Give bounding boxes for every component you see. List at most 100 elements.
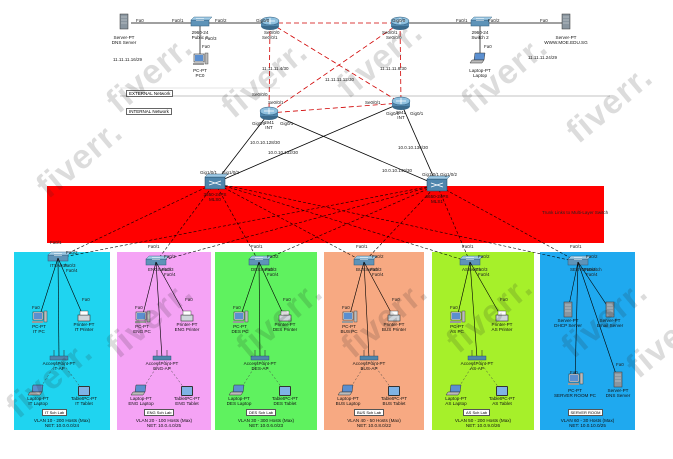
device-model-label: AccessPoint-PT xyxy=(352,361,386,366)
lab-switch-label: ENGSwitch xyxy=(148,267,172,272)
laptop-keyboard xyxy=(469,59,485,64)
router-arrows-icon xyxy=(395,18,405,24)
port-label: Se0/0/1 xyxy=(268,100,284,105)
port-label: Fa0/1 xyxy=(570,244,582,249)
device-name-label: ENG Tablet xyxy=(175,401,199,407)
link-int1-mls1 xyxy=(400,102,438,186)
lab-laptop-icon xyxy=(27,384,44,396)
device-model-label: 1941 xyxy=(395,110,407,115)
lab-tablet-icon xyxy=(496,386,508,396)
net-label: NET: 10.0.4.0/25 xyxy=(146,423,182,429)
keyboard-shape xyxy=(135,321,146,323)
device-model-label: AccessPoint-PT xyxy=(145,361,179,366)
port-label: Fa0 xyxy=(540,18,548,23)
port-label: Fa0 xyxy=(450,305,458,310)
lab-zone-srv xyxy=(540,252,635,430)
lab-vlan-caption: VLAN 50 - 200 Hosts (Max)NET: 10.0.9.0/2… xyxy=(432,418,534,429)
port-label: Fa0/3 xyxy=(265,267,277,272)
www-server-icon xyxy=(561,13,571,30)
device-name-label: IT PC xyxy=(33,329,45,335)
net-label: NET: 10.0.6.0/23 xyxy=(248,423,284,429)
port-label: Fa0 xyxy=(283,297,291,302)
lab-switch-label: BUSSwitch xyxy=(356,267,379,272)
lab-pc-icon xyxy=(233,310,249,323)
trunk-link-mls0 xyxy=(155,182,216,263)
wireless-link xyxy=(58,357,85,393)
dhcp-server-icon xyxy=(563,301,573,318)
device-model-label: AccessPoint-PT xyxy=(42,361,76,366)
email-server-icon xyxy=(605,301,615,318)
serial-link-right xyxy=(399,22,402,104)
ap-body xyxy=(49,355,69,361)
port-label: Fa0 xyxy=(500,297,508,302)
vlan-label: VLAN 50 - 200 Hosts (Max) xyxy=(454,418,512,423)
device-name-label: INT xyxy=(397,115,405,121)
device-name-label: ENG Printer xyxy=(174,327,200,333)
port-label: Fa0/1 xyxy=(50,240,62,245)
lab-access-point-icon xyxy=(49,350,69,361)
laptop-keyboard xyxy=(130,391,146,396)
device-name-label: AS Laptop xyxy=(445,401,467,407)
link-line xyxy=(577,261,619,381)
device-model-label: PC-PT xyxy=(193,68,207,73)
port-label: Fa0/3 xyxy=(370,267,382,272)
device-name-label: SERVER ROOM PC xyxy=(553,393,597,399)
watermark-text: fiverr. xyxy=(329,12,430,106)
link-line xyxy=(363,261,370,359)
lab-title-box: BUS Sch Lab xyxy=(354,409,385,416)
port-label: Fa0/1 xyxy=(172,18,184,23)
port-label: Gig0/0 xyxy=(252,121,266,126)
device-model-label: TabletPC-PT xyxy=(70,396,98,401)
device-name-label: BUS Laptop xyxy=(335,401,361,407)
device-model-label: TabletPC-PT xyxy=(271,396,299,401)
device-name-label: AS PC xyxy=(450,329,464,335)
link-line xyxy=(348,261,365,319)
lab-pc-icon xyxy=(450,310,466,323)
device-name-label: Switch 2 xyxy=(471,35,489,41)
watermark-text: fiverr. xyxy=(214,32,315,126)
port-label: Fa0/2 xyxy=(586,254,598,259)
trunk-link-mls1 xyxy=(57,184,438,259)
link-line xyxy=(469,261,503,319)
net-label: NET: 10.0.10.0/25 xyxy=(569,423,606,429)
link-line xyxy=(363,261,395,319)
lab-title-box: AS Sch Lab xyxy=(463,409,491,416)
switch-arrows-icon xyxy=(476,18,484,21)
device-model-label: PC-PT xyxy=(233,324,247,329)
screen-shape xyxy=(137,313,145,319)
device-model-label: Server-PT xyxy=(599,318,621,323)
device-name-label: DES Tablet xyxy=(273,401,297,407)
lab-zone-it xyxy=(14,252,110,430)
server-body xyxy=(561,13,571,30)
paper-shape xyxy=(497,310,507,316)
link-line xyxy=(456,261,471,319)
ap-body xyxy=(250,355,270,361)
lab-vlan-caption: VLAN 60 - 30 Hosts (Max)NET: 10.0.10.0/2… xyxy=(540,418,635,429)
switch-arrows-icon xyxy=(574,257,582,260)
lab-tablet-icon xyxy=(279,386,291,396)
trunk-link-mls1 xyxy=(155,184,438,263)
port-label: Fa0/2 xyxy=(488,18,500,23)
serial-link-left xyxy=(268,22,271,114)
lab-switch-label: DESSwitch xyxy=(251,267,274,272)
mls-top xyxy=(204,173,229,178)
keyboard-shape xyxy=(342,321,353,323)
lab-printer-icon xyxy=(77,310,91,322)
device-model-label: Laptop-PT xyxy=(469,68,491,73)
switch-arrows-icon xyxy=(54,253,62,256)
mls1-icon xyxy=(426,175,451,192)
tower-shape xyxy=(43,310,48,323)
port-label: Fa0 xyxy=(484,44,492,49)
device-model-label: Laptop-PT xyxy=(27,396,49,401)
switch-arrows-icon xyxy=(360,257,368,260)
device-model-label: PC-PT xyxy=(135,324,149,329)
device-name-label: MLS0 xyxy=(208,197,221,203)
lab-printer-icon xyxy=(387,310,401,322)
